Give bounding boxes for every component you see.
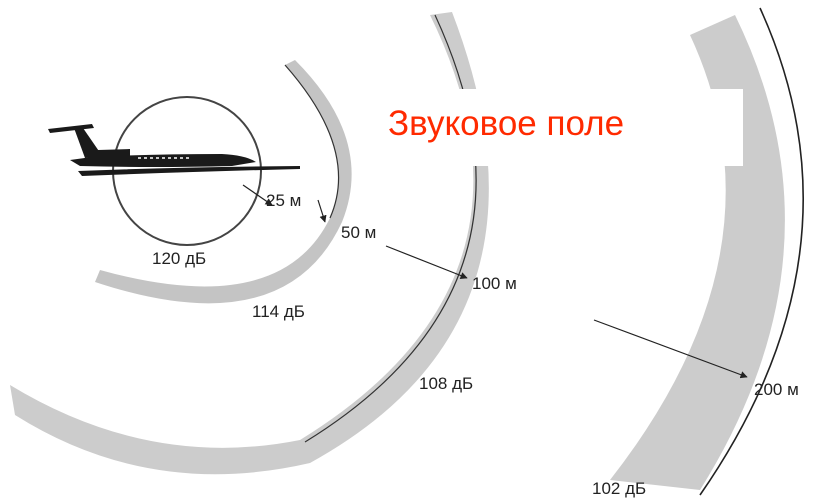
zone-outline-50m [284, 64, 340, 219]
diagram-title: Звуковое поле [388, 104, 625, 143]
jet-wing [78, 166, 300, 176]
jet-tail-fin [74, 128, 103, 158]
zone-band-50m [95, 60, 352, 304]
distance-label-100m: 100 м [472, 274, 517, 293]
zone-band-100m [10, 12, 489, 475]
jet-engine [98, 149, 130, 159]
business-jet-icon [48, 124, 300, 176]
title-box [373, 89, 743, 166]
distance-label-50m: 50 м [341, 223, 376, 242]
arrow-50m [317, 199, 327, 223]
level-label-114db: 114 дБ [252, 302, 305, 321]
level-label-108db: 108 дБ [419, 374, 473, 393]
distance-label-25m: 25 м [266, 191, 301, 210]
arrow-25m [242, 184, 273, 206]
jet-stabilizer [48, 124, 94, 133]
level-label-102db: 102 дБ [592, 479, 646, 498]
distance-label-200m: 200 м [754, 380, 799, 399]
zone-outline-200m [699, 7, 804, 496]
level-label-120db: 120 дБ [152, 249, 206, 268]
zone-band-200m [610, 15, 785, 490]
arrow-200m [593, 319, 748, 379]
arrow-100m [385, 245, 468, 279]
zone-outline-100m [304, 14, 477, 443]
